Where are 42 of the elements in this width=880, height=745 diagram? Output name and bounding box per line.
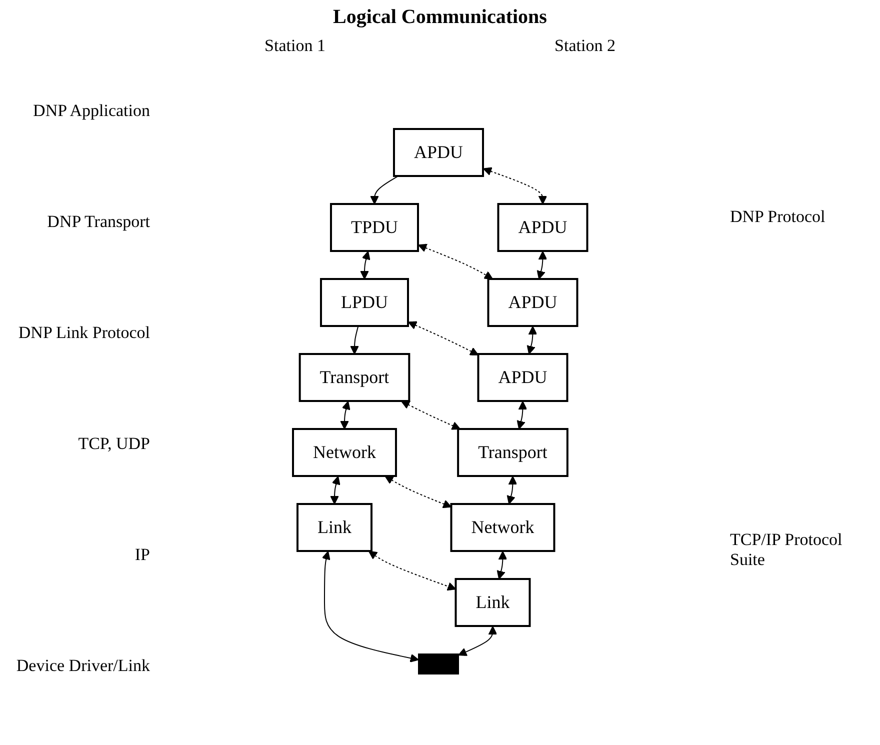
layer-label: DNP Link Protocol	[17, 323, 150, 344]
arrow	[400, 400, 460, 430]
node-box: APDU	[477, 353, 568, 402]
arrow	[368, 550, 456, 591]
arrow	[322, 550, 419, 662]
arrow	[506, 476, 518, 504]
arrow	[384, 476, 452, 508]
node-box: TPDU	[330, 203, 419, 252]
node-box: Network	[292, 428, 397, 477]
arrow	[526, 326, 538, 354]
node-box: Transport	[456, 428, 568, 477]
arrow	[370, 176, 399, 204]
layer-label: TCP, UDP	[77, 434, 150, 454]
layer-label: DNP Transport	[46, 212, 150, 232]
diagram-title: Logical Communications	[332, 6, 548, 29]
arrow	[330, 476, 340, 504]
node-box: Transport	[298, 353, 410, 402]
arrow	[482, 167, 548, 204]
arrow	[458, 626, 498, 656]
node-bar	[418, 654, 459, 674]
layer-label: DNP Application	[32, 101, 150, 122]
arrow	[360, 251, 370, 280]
node-box: APDU	[487, 278, 578, 327]
station-label: Station 1	[264, 36, 326, 57]
node-box: Link	[454, 578, 531, 627]
protocol-group-label: TCP/IP Protocol Suite	[730, 530, 844, 570]
protocol-group-label: DNP Protocol	[730, 207, 826, 228]
layer-label: Device Driver/Link	[15, 656, 150, 676]
layer-label: IP	[134, 544, 150, 565]
arrow	[516, 401, 528, 430]
arrow	[496, 551, 508, 580]
node-box: APDU	[497, 203, 588, 252]
arrow	[350, 326, 359, 354]
arrow	[418, 244, 493, 280]
node-box: APDU	[392, 128, 484, 177]
arrow	[536, 251, 548, 280]
node-box: LPDU	[320, 278, 409, 327]
node-box: Network	[450, 503, 556, 552]
arrow	[340, 400, 350, 430]
arrow	[408, 321, 478, 356]
station-label: Station 2	[554, 36, 616, 57]
node-box: Link	[296, 503, 372, 552]
